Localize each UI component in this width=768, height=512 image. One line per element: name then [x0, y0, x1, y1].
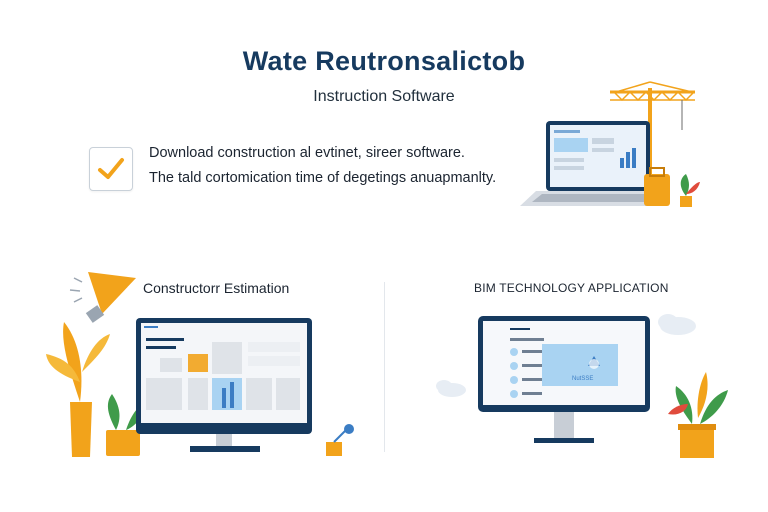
- feature-text-line-1: Download construction al evtinet, sireer…: [149, 145, 465, 161]
- page-title: Wate Reutronsalictob: [242, 46, 526, 76]
- section-title-construction-estimation: Constructorr Estimation: [143, 280, 290, 296]
- bim-app-label: NutSSE: [572, 376, 593, 382]
- section-title-bim-technology: BIM TECHNOLOGY APPLICATION: [474, 281, 669, 295]
- laptop-icon: [520, 121, 660, 206]
- page-subtitle: Instruction Software: [313, 88, 455, 105]
- plant-icon: [680, 174, 700, 207]
- tall-plant-icon: [46, 322, 110, 457]
- toolbox-icon: [644, 167, 670, 206]
- construction-laptop-illustration: [520, 81, 700, 207]
- estimation-monitor: [136, 318, 312, 452]
- section-divider: [384, 282, 385, 452]
- lamp-icon: [326, 424, 354, 456]
- feature-checkbox[interactable]: [89, 147, 133, 191]
- check-icon: [98, 158, 124, 179]
- bim-illustration: NutSSE: [436, 314, 728, 458]
- feature-text-line-2: The tald cortomication time of degetings…: [149, 170, 497, 186]
- bim-monitor: NutSSE: [478, 316, 650, 443]
- cloud-icon: [436, 314, 696, 397]
- megaphone-icon: [69, 272, 136, 323]
- bim-plant-icon: [668, 372, 728, 458]
- estimation-illustration: [46, 272, 354, 457]
